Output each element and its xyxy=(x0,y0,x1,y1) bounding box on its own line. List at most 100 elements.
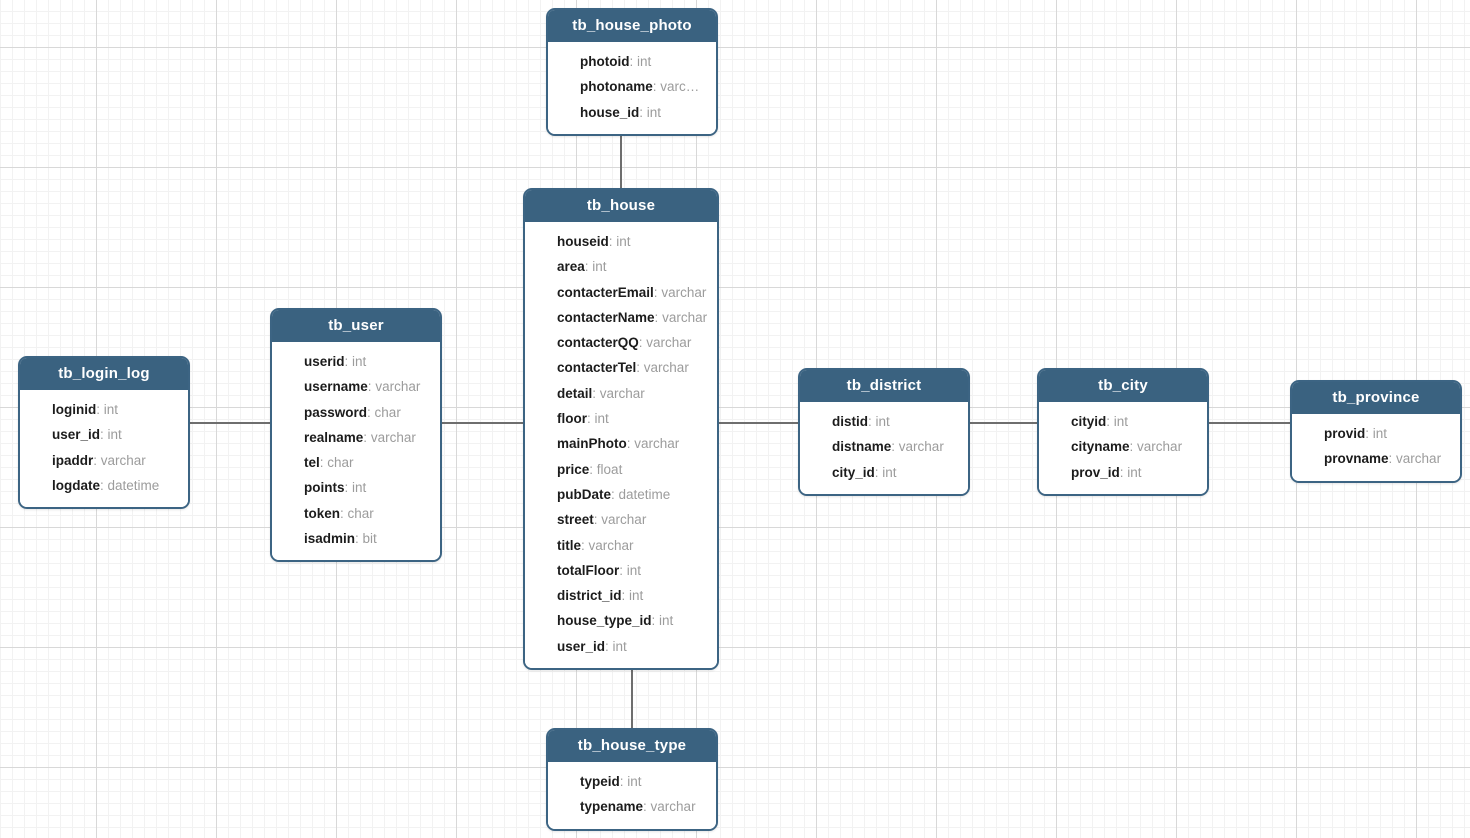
field-type: int xyxy=(616,234,631,249)
field-type: int xyxy=(103,402,119,417)
field-type: datetime xyxy=(618,486,671,502)
field-row[interactable]: logdate: datetime xyxy=(20,473,188,498)
field-name: contacterQQ xyxy=(557,335,639,351)
field-row[interactable]: contacterQQ: varchar xyxy=(525,330,717,355)
field-row[interactable]: username: varchar xyxy=(272,374,440,399)
field-name: title xyxy=(557,537,582,553)
field-name: typeid xyxy=(580,774,620,789)
field-row[interactable]: distid: int xyxy=(800,409,968,434)
field-row[interactable]: district_id: int xyxy=(525,583,717,608)
field-separator: : xyxy=(653,284,662,300)
field-type: varchar xyxy=(100,452,146,468)
field-type: int xyxy=(107,427,122,443)
field-row[interactable]: photoname: varc… xyxy=(548,74,716,99)
field-type: int xyxy=(1372,426,1388,441)
field-row[interactable]: area: int xyxy=(525,254,717,279)
field-type: int xyxy=(646,104,662,120)
field-row[interactable]: realname: varchar xyxy=(272,425,440,450)
field-row[interactable]: token: char xyxy=(272,501,440,526)
field-row[interactable]: totalFloor: int xyxy=(525,558,717,583)
field-row[interactable]: mainPhoto: varchar xyxy=(525,431,717,456)
field-row[interactable]: provname: varchar xyxy=(1292,446,1460,471)
field-row[interactable]: floor: int xyxy=(525,406,717,431)
field-type: varchar xyxy=(1137,439,1183,455)
field-row[interactable]: tel: char xyxy=(272,450,440,475)
field-row[interactable]: typename: varchar xyxy=(548,794,716,819)
field-row[interactable]: user_id: int xyxy=(20,422,188,447)
field-row[interactable]: loginid: int xyxy=(20,397,188,422)
field-type: varchar xyxy=(650,799,696,815)
field-row[interactable]: detail: varchar xyxy=(525,381,717,406)
field-name: contacterEmail xyxy=(557,284,654,300)
field-name: loginid xyxy=(52,402,97,417)
field-row[interactable]: photoid: int xyxy=(548,49,716,74)
field-row[interactable]: contacterEmail: varchar xyxy=(525,280,717,305)
field-separator: : xyxy=(93,452,101,468)
field-type: varchar xyxy=(588,537,634,553)
field-separator: : xyxy=(605,638,613,654)
field-separator: : xyxy=(1388,451,1397,467)
field-row[interactable]: contacterTel: varchar xyxy=(525,355,717,380)
field-name: password xyxy=(304,404,368,420)
field-row[interactable]: points: int xyxy=(272,475,440,500)
field-name: contacterTel xyxy=(557,360,637,376)
field-name: points xyxy=(304,480,345,496)
field-row[interactable]: isadmin: bit xyxy=(272,526,440,551)
field-row[interactable]: password: char xyxy=(272,400,440,425)
entity-title-tb_house_type: tb_house_type xyxy=(548,730,716,762)
field-name: contacterName xyxy=(557,309,655,325)
field-separator: : xyxy=(340,505,348,521)
field-row[interactable]: user_id: int xyxy=(525,634,717,659)
field-row[interactable]: contacterName: varchar xyxy=(525,305,717,330)
field-type: int xyxy=(637,54,652,69)
field-row[interactable]: cityid: int xyxy=(1039,409,1207,434)
field-row[interactable]: title: varchar xyxy=(525,533,717,558)
field-row[interactable]: pubDate: datetime xyxy=(525,482,717,507)
field-separator: : xyxy=(100,427,108,443)
field-row[interactable]: price: float xyxy=(525,457,717,482)
field-type: varchar xyxy=(661,284,707,300)
field-row[interactable]: ipaddr: varchar xyxy=(20,448,188,473)
field-row[interactable]: distname: varchar xyxy=(800,434,968,459)
field-type: varc… xyxy=(660,79,700,95)
field-name: city_id xyxy=(832,464,875,480)
field-row[interactable]: street: varchar xyxy=(525,507,717,532)
field-separator: : xyxy=(619,562,627,578)
field-name: cityid xyxy=(1071,414,1107,429)
field-separator: : xyxy=(344,480,353,496)
field-name: realname xyxy=(304,429,364,445)
field-row[interactable]: house_type_id: int xyxy=(525,608,717,633)
field-name: area xyxy=(557,259,585,275)
field-name: logdate xyxy=(52,477,101,493)
field-name: user_id xyxy=(52,427,101,443)
entity-title-tb_province: tb_province xyxy=(1292,382,1460,414)
entity-title-tb_login_log: tb_login_log xyxy=(20,358,188,390)
field-separator: : xyxy=(608,234,617,249)
field-row[interactable]: city_id: int xyxy=(800,460,968,485)
field-separator: : xyxy=(581,537,589,553)
field-row[interactable]: houseid: int xyxy=(525,229,717,254)
field-row[interactable]: typeid: int xyxy=(548,769,716,794)
field-separator: : xyxy=(638,335,647,351)
field-row[interactable]: userid: int xyxy=(272,349,440,374)
field-row[interactable]: provid: int xyxy=(1292,421,1460,446)
field-row[interactable]: prov_id: int xyxy=(1039,460,1207,485)
field-row[interactable]: house_id: int xyxy=(548,100,716,125)
field-separator: : xyxy=(891,439,899,455)
field-type: int xyxy=(627,774,642,789)
entity-title-tb_house_photo: tb_house_photo xyxy=(548,10,716,42)
field-type: bit xyxy=(362,531,377,547)
field-row[interactable]: cityname: varchar xyxy=(1039,434,1207,459)
